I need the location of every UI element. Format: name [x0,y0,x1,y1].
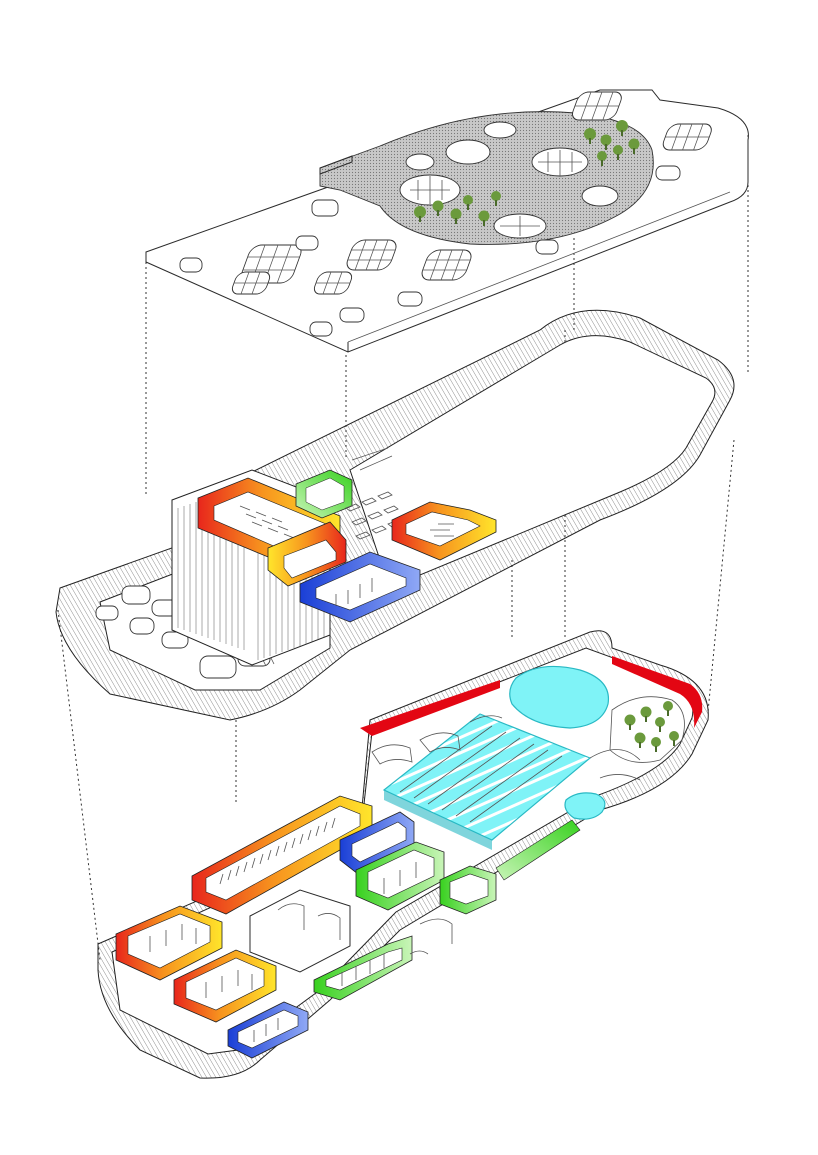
green-zone-block-b [439,865,497,915]
tree-icon [584,128,596,144]
blue-zone-room-mid [299,551,421,623]
skylight-grids [231,91,712,295]
tree-icon [616,120,628,136]
roof-terrace-level [145,89,749,353]
tree-icon [655,717,665,732]
green-ramp [495,819,581,881]
tree-icon [450,208,462,224]
middle-level [55,309,735,721]
warm-zone-room-c [391,501,497,561]
tree-icon [432,200,444,216]
red-accent-right [612,656,703,728]
warm-zone-room-d [115,905,223,981]
tree-icon [624,714,636,730]
warm-zone-room-e [173,949,277,1023]
garden-platform [319,111,654,245]
tree-icon [628,138,640,154]
tree-icon [414,206,426,222]
tree-icon [663,701,673,716]
tree-icon [651,737,661,752]
green-zone-block-c [313,935,413,1001]
warm-zone-room-b [267,521,347,587]
tree-icon-group-ground [624,701,679,752]
tree-icon [669,731,679,746]
tree-icon-group-roof [414,120,640,226]
tree-icon [463,195,473,210]
tree-icon [613,145,623,160]
tree-icon [600,134,612,150]
round-pool [509,665,610,729]
ground-level [97,630,709,1079]
tree-icon [491,191,501,206]
tree-icon [597,151,607,166]
pool-lane-icon [399,725,563,823]
garden-seating-grids [399,121,619,239]
tree-icon [640,706,652,722]
red-accent-upper [360,680,500,736]
blue-zone-room-lower [227,1001,309,1059]
tree-icon [478,210,490,226]
roof-rounded-openings [179,165,681,337]
green-zone-room-mid [295,469,353,519]
tree-icon [634,732,646,748]
small-pool [564,792,606,820]
